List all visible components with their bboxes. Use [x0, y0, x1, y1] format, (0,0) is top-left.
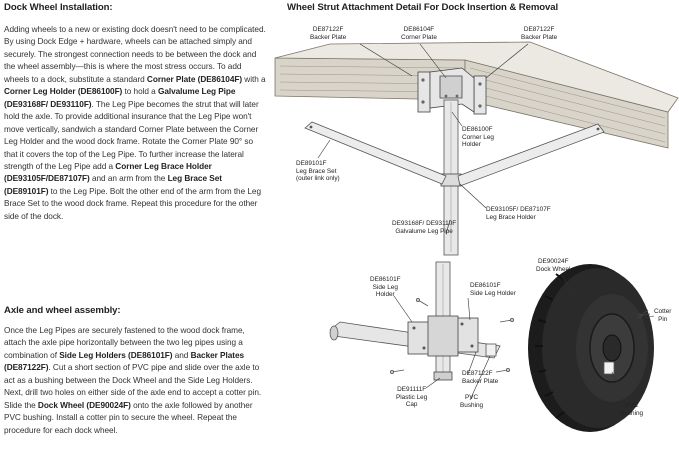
corner-leg-holder-part: [417, 67, 487, 115]
bold-part-ref: Backer Plates (DE87122F): [4, 350, 245, 373]
axle-paragraph: Once the Leg Pipes are securely fastened…: [4, 325, 266, 437]
bold-part-ref: Corner Plate (DE86104F): [146, 74, 243, 84]
paragraph-text: Adding wheels to a new or existing dock …: [4, 25, 266, 84]
bold-part-ref: Corner Leg Brace Holder (DE93105F/DE8710…: [4, 161, 212, 184]
bold-part-ref: Leg Brace Set (DE89101F): [4, 174, 222, 196]
paragraph-text: and: [172, 350, 191, 360]
bold-part-ref: Side Leg Holders (DE86101F): [59, 350, 173, 360]
bold-part-ref: Dock Wheel (DE90024F): [37, 400, 131, 410]
paragraph-text: to the Leg Pipe. Bolt the other end of t…: [4, 186, 261, 221]
paragraph-text: and an arm from the: [89, 174, 168, 184]
strut-diagram: [274, 41, 679, 432]
paragraph-text: Once the Leg Pipes are securely fastened…: [4, 326, 245, 360]
paragraph-text: onto the axle followed by another PVC bu…: [4, 400, 253, 435]
leg-brace-arms: [304, 121, 605, 187]
dock-wheel-part: [528, 264, 654, 432]
paragraph-text: with a: [242, 74, 266, 84]
axle-heading: Axle and wheel assembly:: [4, 305, 121, 316]
dock-wheel-heading: Dock Wheel Installation:: [4, 2, 113, 13]
paragraph-text: to hold a: [122, 87, 158, 97]
pvc-bushing-mid-part: [485, 343, 497, 357]
dock-wheel-paragraph: Adding wheels to a new or existing dock …: [4, 24, 266, 223]
diagram-heading: Wheel Strut Attachment Detail For Dock I…: [287, 2, 559, 13]
bold-part-ref: Corner Leg Holder (DE86100F): [4, 87, 123, 97]
paragraph-text: . The Leg Pipe becomes the strut that wi…: [4, 99, 259, 171]
bold-part-ref: Galvalume Leg Pipe (DE93168F/ DE93110F): [4, 87, 236, 109]
side-leg-holder-parts: [407, 315, 479, 357]
cotter-pin-part: [637, 309, 651, 319]
paragraph-text: . Cut a short section of PVC pipe and sl…: [4, 363, 262, 410]
